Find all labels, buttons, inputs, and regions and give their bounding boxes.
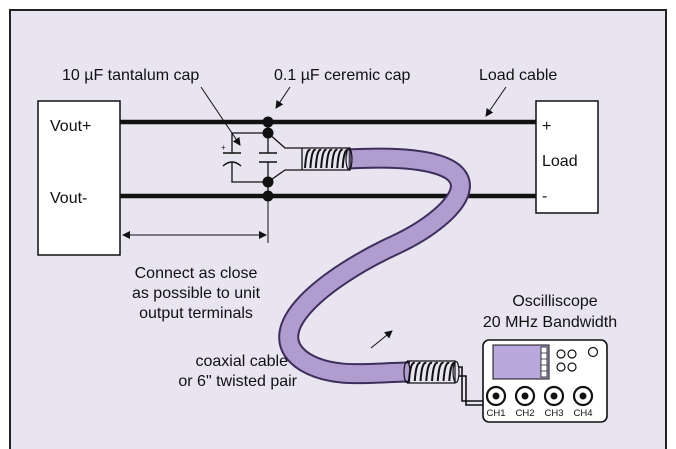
probe-lead-positive	[267, 132, 302, 149]
knob-icon	[556, 362, 566, 372]
channel-jack-center	[521, 392, 529, 400]
channel-label: CH2	[515, 408, 534, 419]
scope-screen	[492, 344, 550, 380]
oscilloscope-title-line-1: Oscilliscope	[512, 293, 597, 310]
panel-border	[9, 9, 667, 449]
load-minus-label: -	[542, 188, 547, 205]
load-cable-label: Load cable	[479, 67, 557, 84]
knob-icon	[567, 362, 577, 372]
channel-label: CH3	[544, 408, 563, 419]
connect-note-line-2: as possible to unit	[132, 285, 261, 302]
connect-note-line-1: Connect as close	[135, 265, 258, 282]
coaxial-cable	[278, 147, 471, 385]
coax-note-line-1: coaxial cable	[196, 353, 289, 370]
oscilloscope-title-line-2: 20 MHz Bandwidth	[483, 314, 617, 331]
svg-text:+: +	[221, 143, 226, 152]
load-label: Load	[542, 153, 578, 170]
vout-plus-label: Vout+	[50, 118, 91, 135]
channel-jack-center	[492, 392, 500, 400]
ceramic-cap-leader	[275, 86, 291, 109]
coax-coil-top	[301, 147, 353, 171]
channel-jack-center	[579, 392, 587, 400]
connect-note-line-3: output terminals	[139, 305, 253, 322]
power-button-icon	[587, 346, 599, 358]
channel-jack-center	[550, 392, 558, 400]
channel-label: CH1	[486, 408, 505, 419]
knob-icon	[567, 349, 577, 359]
coax-coil-bottom	[403, 360, 460, 384]
scope-lead	[459, 375, 492, 406]
load-plus-label: +	[542, 118, 551, 135]
ceramic-cap-label: 0.1 µF ceremic cap	[274, 67, 410, 84]
coax-note-line-2: or 6" twisted pair	[178, 373, 297, 390]
load-box	[535, 100, 599, 214]
junction-dot	[262, 116, 274, 128]
knob-icon	[556, 349, 566, 359]
load-cable-leader	[485, 86, 507, 117]
power-unit-box	[37, 100, 121, 256]
tantalum-cap-label: 10 µF tantalum cap	[62, 67, 199, 84]
coax-cable-leader	[370, 330, 393, 349]
oscilloscope: CH1 CH2 CH3 CH4	[482, 339, 608, 423]
channel-label: CH4	[573, 408, 592, 419]
tantalum-cap-leader	[200, 86, 241, 146]
probe-lead-negative	[267, 169, 302, 183]
junction-dot	[262, 190, 274, 202]
vout-minus-label: Vout-	[50, 190, 87, 207]
